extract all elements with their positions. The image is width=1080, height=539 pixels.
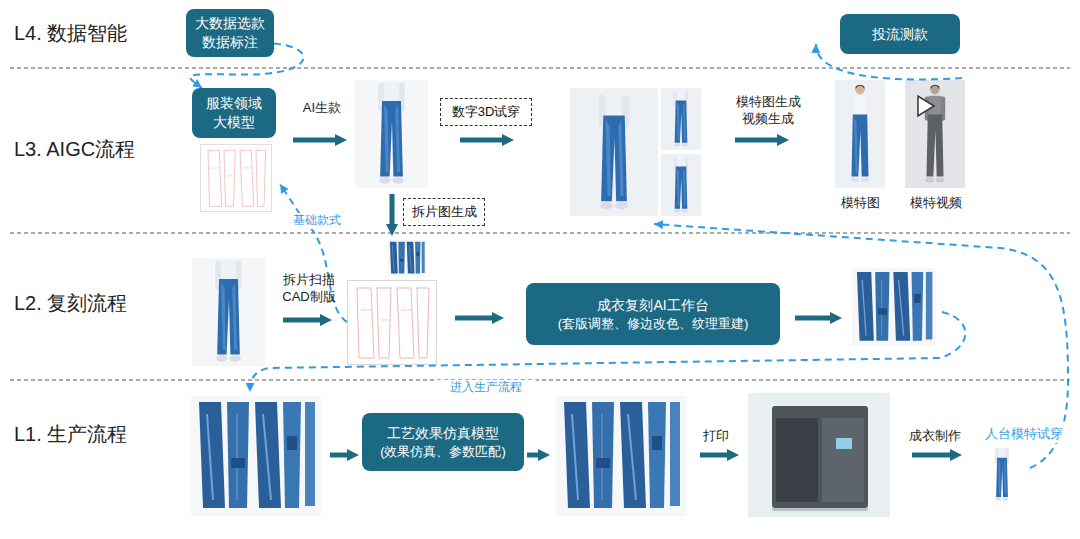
box-title: 工艺效果仿真模型 [387, 424, 499, 443]
step-tag: 数字3D试穿 [440, 98, 532, 126]
step-label: AI生款 [292, 100, 352, 117]
step-tag: 拆片图生成 [403, 198, 485, 226]
level-label: L4. 数据智能 [14, 20, 184, 46]
flow-note: 基础款式 [284, 213, 350, 229]
image-caption: 模特视频 [900, 195, 972, 212]
band-separators [10, 68, 1070, 380]
flow-note: 人台模特试穿 [976, 426, 1072, 443]
printer-machine [748, 393, 890, 517]
feedback-curves [250, 44, 1068, 468]
process-box: 服装领域 大模型 [192, 88, 276, 138]
flow-note: 进入生产流程 [436, 380, 536, 396]
level-label: L3. AIGC流程 [14, 136, 184, 162]
box-title: 成衣复刻AI工作台 [597, 296, 708, 315]
process-box: 大数据选款 数据标注 [186, 9, 274, 57]
box-title: 投流测款 [872, 25, 928, 44]
level-label: L1. 生产流程 [14, 421, 184, 447]
process-box: 投流测款 [840, 14, 960, 54]
process-box: 工艺效果仿真模型(效果仿真、参数匹配) [362, 413, 524, 471]
step-label: 打印 [694, 428, 738, 445]
garment-images [191, 80, 1009, 516]
flow-arrows [283, 140, 956, 455]
box-detail: (套版调整、修边改色、纹理重建) [558, 315, 749, 333]
process-box: 成衣复刻AI工作台(套版调整、修边改色、纹理重建) [526, 283, 780, 345]
level-label: L2. 复刻流程 [14, 290, 184, 316]
step-label: 模特图生成 视频生成 [726, 94, 810, 128]
step-label: 成衣制作 [904, 428, 966, 445]
step-label: 拆片扫描 CAD制版 [274, 272, 344, 306]
box-title: 数字3D试穿 [452, 103, 521, 121]
box-title: 大数据选款 数据标注 [192, 14, 268, 52]
image-caption: 模特图 [828, 195, 892, 212]
box-title: 拆片图生成 [412, 203, 477, 221]
box-title: 服装领域 大模型 [198, 94, 270, 132]
box-detail: (效果仿真、参数匹配) [380, 443, 506, 461]
